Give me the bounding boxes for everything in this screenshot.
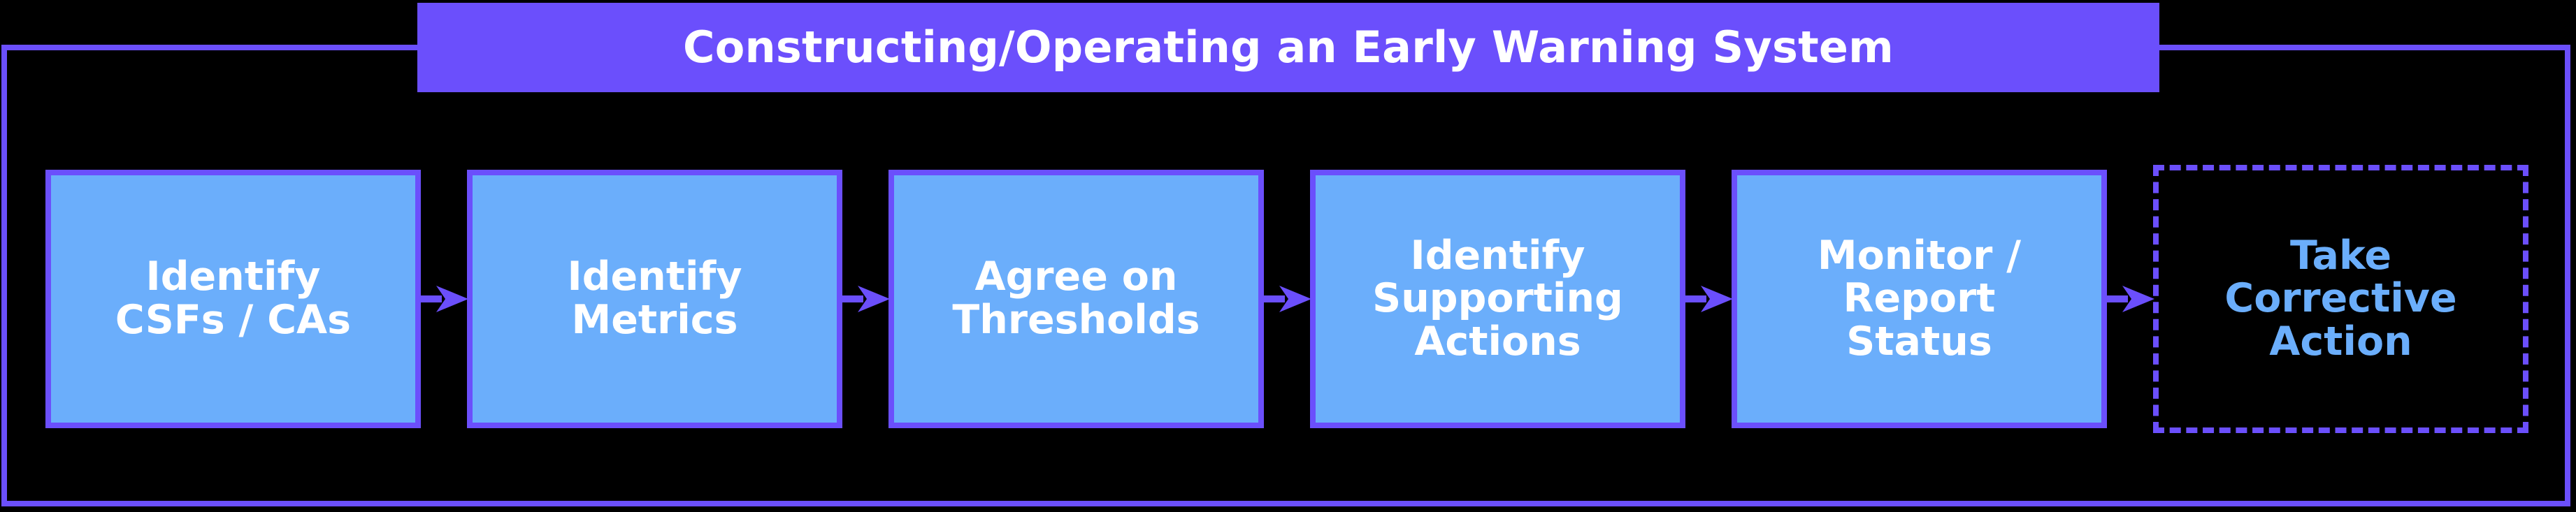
step-box-agree-on-thresholds[interactable]: Agree on Thresholds	[888, 170, 1264, 428]
arrow-right-icon	[838, 286, 890, 312]
step-box-monitor-report-status[interactable]: Monitor / Report Status	[1732, 170, 2107, 428]
step-label-take-corrective-action: Take Corrective Action	[2224, 232, 2457, 365]
arrow-right-icon	[1681, 286, 1733, 312]
process-flow-row: Identify CSFs / CAs Identify Metrics Agree…	[45, 165, 2531, 433]
arrow-right-icon	[417, 286, 468, 312]
arrow-right-icon	[2103, 286, 2154, 312]
step-box-identify-supporting-actions[interactable]: Identify Supporting Actions	[1310, 170, 1685, 428]
step-box-identify-csfs-cas[interactable]: Identify CSFs / CAs	[45, 170, 421, 428]
step-label-identify-supporting-actions: Identify Supporting Actions	[1372, 232, 1623, 365]
step-label-agree-on-thresholds: Agree on Thresholds	[952, 254, 1200, 343]
step-label-identify-metrics: Identify Metrics	[567, 254, 742, 343]
step-label-identify-csfs-cas: Identify CSFs / CAs	[115, 254, 352, 343]
step-box-identify-metrics[interactable]: Identify Metrics	[467, 170, 842, 428]
step-label-monitor-report-status: Monitor / Report Status	[1817, 232, 2022, 365]
connector-arrow-5	[2103, 283, 2157, 315]
connector-arrow-2	[838, 283, 893, 315]
title-banner: Constructing/Operating an Early Warning …	[417, 3, 2159, 92]
connector-arrow-3	[1260, 283, 1314, 315]
page-title: Constructing/Operating an Early Warning …	[683, 22, 1894, 73]
connector-arrow-1	[417, 283, 471, 315]
arrow-right-icon	[1260, 286, 1311, 312]
step-box-take-corrective-action[interactable]: Take Corrective Action	[2153, 165, 2528, 433]
connector-arrow-4	[1681, 283, 1736, 315]
